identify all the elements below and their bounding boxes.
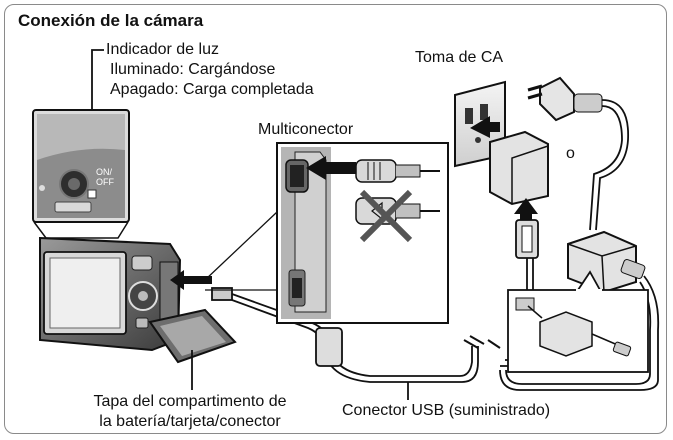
- power-plug: [527, 76, 629, 231]
- camera-button-on-off-label: ON/OFF: [96, 167, 114, 187]
- camera-top-inset: ON/OFF: [32, 109, 130, 239]
- alt-charger: [499, 230, 660, 391]
- cover-label-line-1: Tapa del compartimento de: [93, 393, 287, 410]
- cover-label-line-2: la batería/tarjeta/conector: [99, 413, 281, 430]
- camera-body: [39, 236, 237, 364]
- page-title: Conexión de la cámara: [18, 11, 204, 30]
- insert-arrow-camera: [170, 270, 212, 290]
- usb-cable: [211, 287, 479, 383]
- bottom-leader-lines: [191, 350, 409, 400]
- usb-connector-label: Conector USB (suministrado): [342, 402, 551, 419]
- magnify-lines: [204, 211, 278, 291]
- indicator-heading: Indicador de luz: [106, 41, 219, 58]
- or-label: o: [566, 145, 575, 162]
- multiconnector-inset: [276, 142, 449, 324]
- cable-break-marks: [463, 335, 501, 349]
- multiconnector-label: Multiconector: [258, 121, 354, 138]
- indicator-off-text: Apagado: Carga completada: [110, 81, 314, 98]
- indicator-lit-text: Iluminado: Cargándose: [110, 61, 276, 78]
- ac-outlet-label: Toma de CA: [415, 49, 504, 66]
